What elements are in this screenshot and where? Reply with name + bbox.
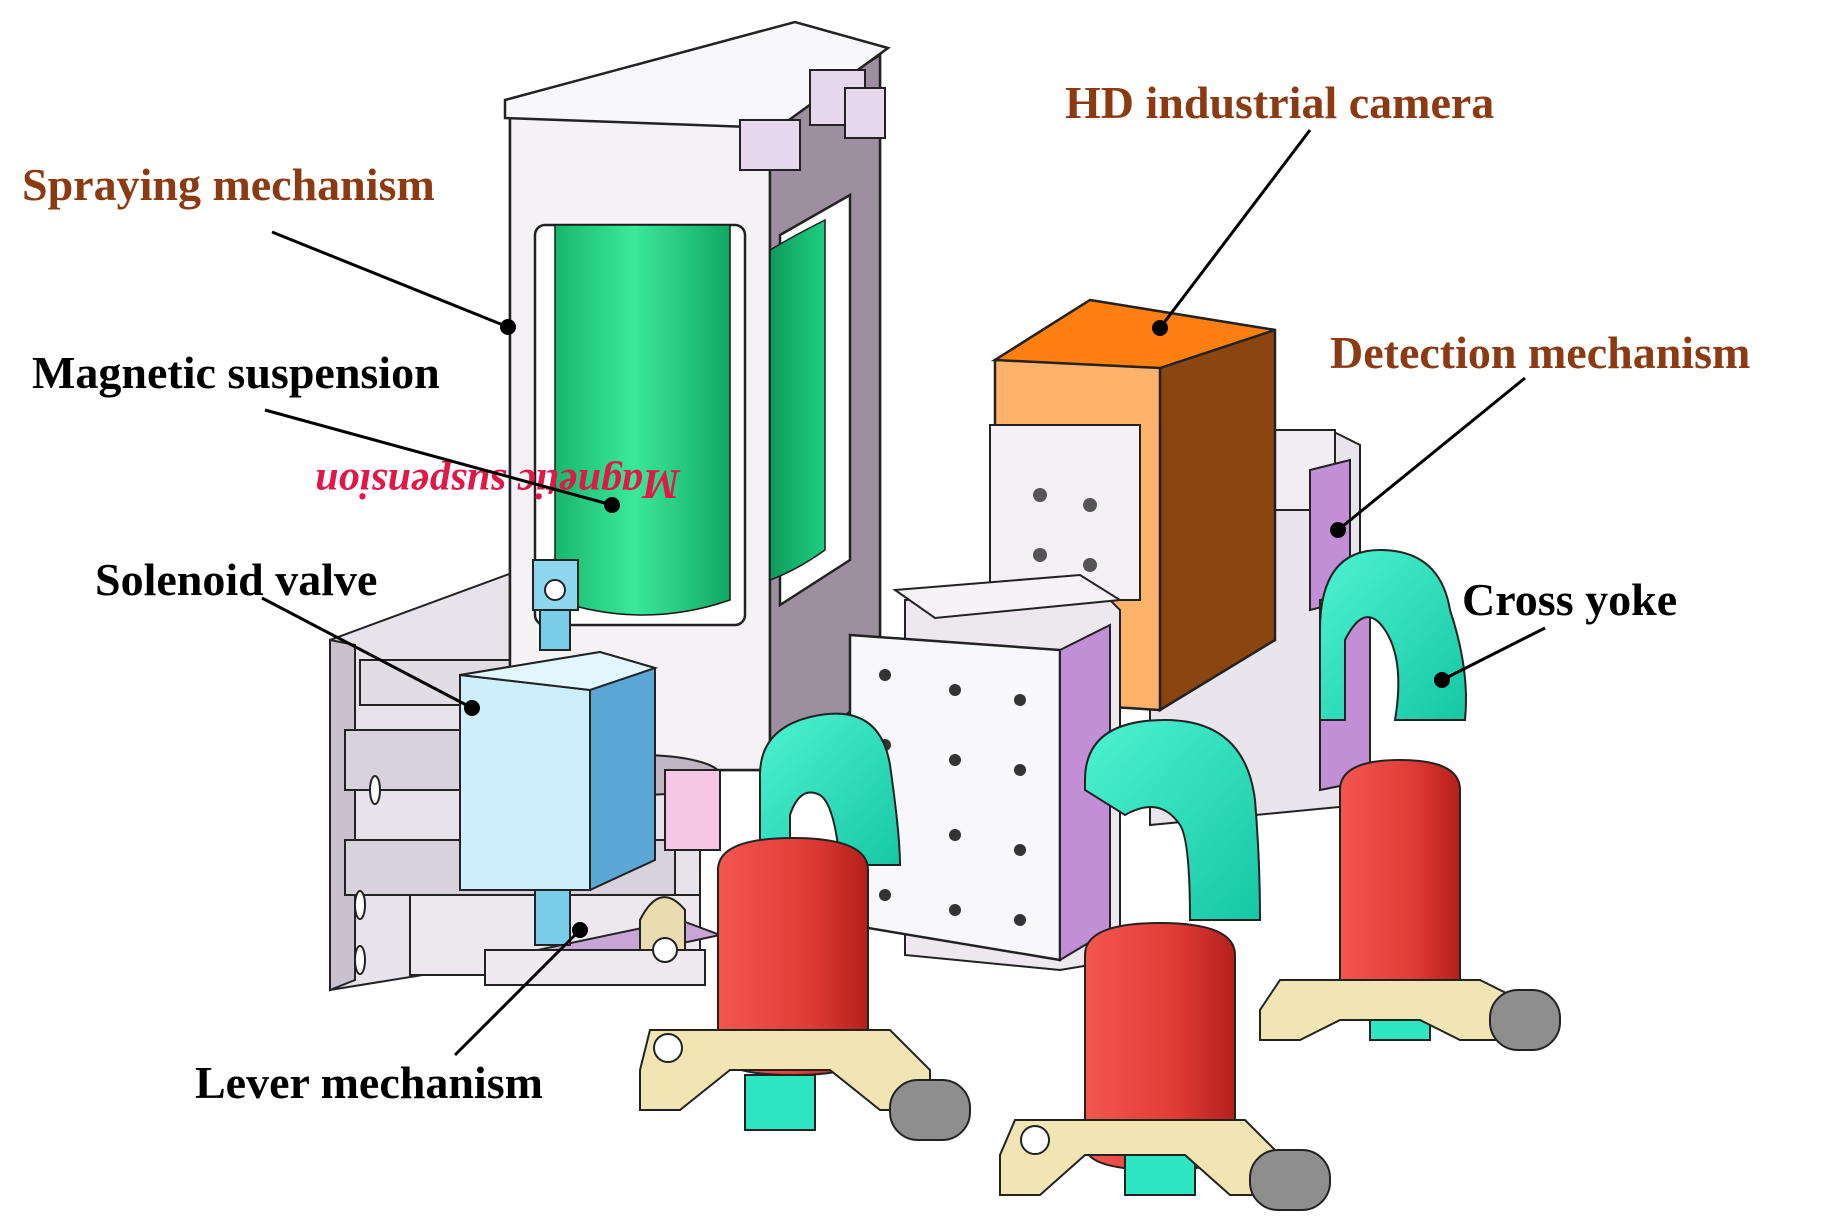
leader-spraying	[271, 230, 509, 329]
front-plate	[848, 573, 1124, 972]
leader-solenoid	[261, 596, 473, 710]
leader-magnetic	[264, 408, 613, 507]
leader-lever	[453, 928, 582, 1057]
label-spraying-mechanism: Spraying mechanism	[22, 159, 435, 210]
label-magnetic-suspension: Magnetic suspension	[32, 347, 440, 398]
lever-mechanism	[484, 896, 724, 986]
leader-camera	[1158, 129, 1312, 329]
leg-front-right	[999, 718, 1331, 1211]
label-cross-yoke: Cross yoke	[1462, 574, 1677, 625]
label-detection-mechanism: Detection mechanism	[1330, 327, 1750, 378]
hd-camera	[989, 298, 1277, 713]
solenoid-valve	[459, 559, 659, 946]
leg-front-left	[639, 712, 971, 1141]
leader-dots	[464, 319, 1450, 938]
label-solenoid-valve: Solenoid valve	[95, 554, 377, 605]
leader-detection	[1337, 376, 1526, 532]
label-hd-camera: HD industrial camera	[1065, 77, 1494, 128]
magnetic-cylinder: Magnetic suspension	[315, 218, 826, 851]
cylinder-text: Magnetic suspension	[315, 460, 681, 506]
leader-yoke	[1441, 626, 1546, 682]
leg-rear-right	[1259, 548, 1561, 1051]
leader-lines	[261, 129, 1546, 1057]
label-lever-mechanism: Lever mechanism	[195, 1057, 543, 1108]
